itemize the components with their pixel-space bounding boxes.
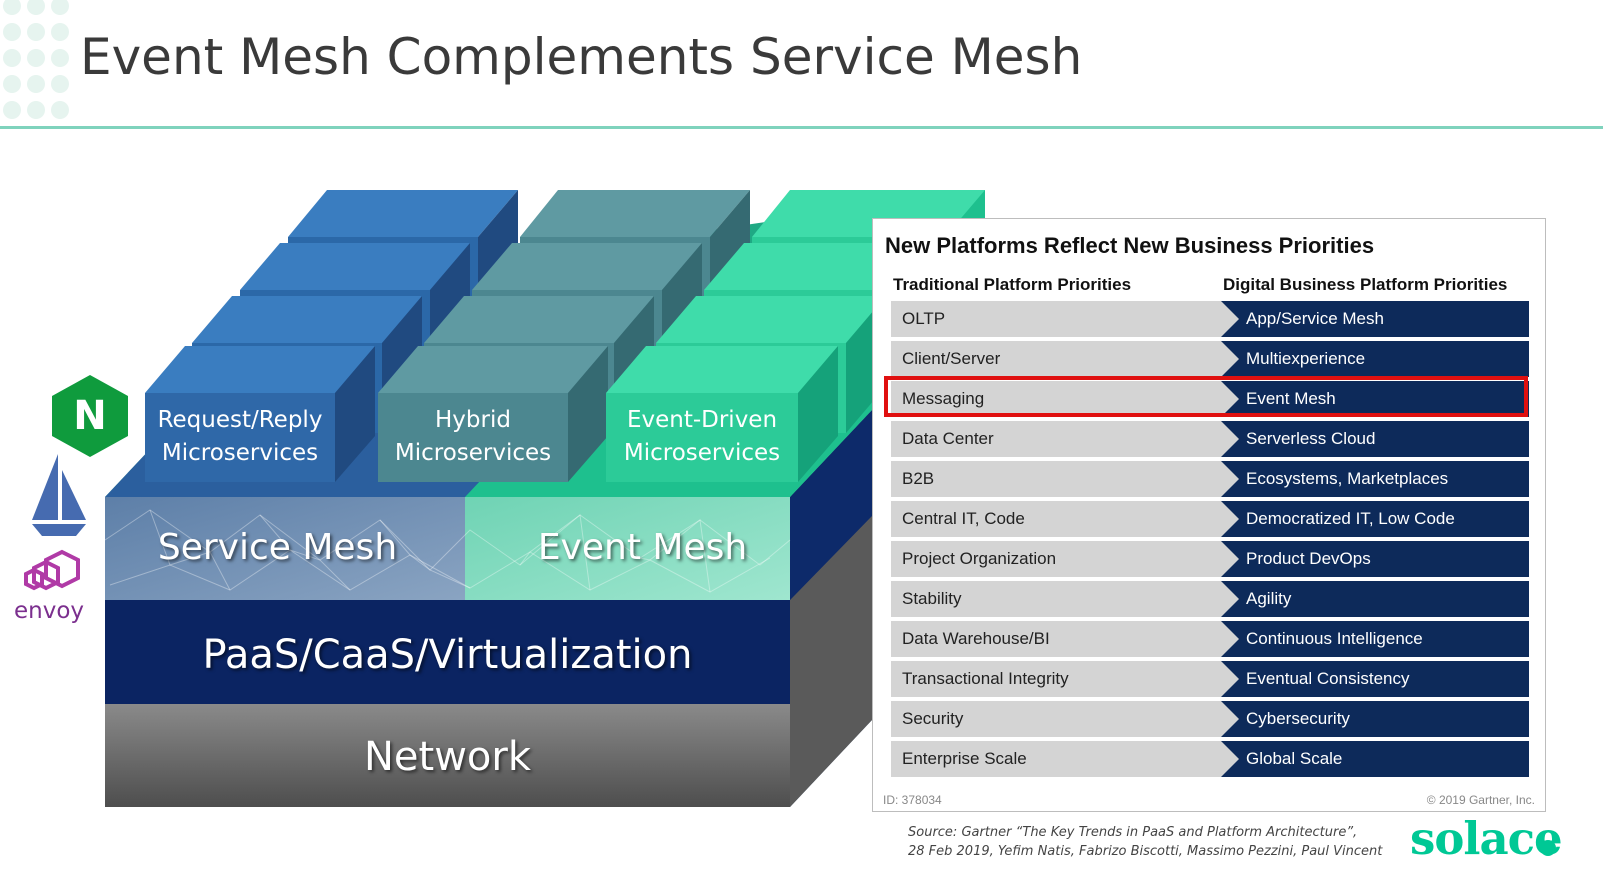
row-arrow-icon: [1221, 501, 1239, 537]
traditional-cell: Transactional Integrity: [902, 669, 1069, 688]
table-row: Stability Agility: [891, 581, 1529, 617]
envoy-logo-text: envoy: [14, 598, 85, 624]
solace-logo-dot-icon: [1540, 840, 1556, 856]
table-row: Enterprise Scale Global Scale: [891, 741, 1529, 777]
row-arrow-icon: [1221, 661, 1239, 697]
column-header-digital: Digital Business Platform Priorities: [1223, 275, 1508, 294]
row-arrow-icon: [1221, 701, 1239, 737]
service-mesh-layer: [105, 497, 465, 600]
digital-cell: Eventual Consistency: [1246, 669, 1410, 688]
traditional-cell: Security: [902, 709, 964, 728]
row-arrow-icon: [1221, 341, 1239, 377]
event-mesh-layer: [465, 497, 790, 600]
paas-layer: [105, 600, 790, 704]
network-label: Network: [363, 734, 531, 780]
gartner-priorities-table: New Platforms Reflect New Business Prior…: [872, 218, 1546, 812]
row-arrow-icon: [1221, 301, 1239, 337]
table-row: B2B Ecosystems, Marketplaces: [891, 461, 1529, 497]
table-row: Transactional Integrity Eventual Consiste…: [891, 661, 1529, 697]
traditional-cell: OLTP: [902, 309, 946, 328]
paas-label: PaaS/CaaS/Virtualization: [202, 632, 693, 678]
row-arrow-icon: [1221, 621, 1239, 657]
table-row: Messaging Event Mesh: [891, 381, 1529, 417]
copyright-notice: © 2019 Gartner, Inc.: [1426, 793, 1535, 807]
service-mesh-label: Service Mesh: [157, 527, 398, 568]
digital-cell: Event Mesh: [1246, 389, 1336, 408]
traditional-cell: Central IT, Code: [902, 509, 1025, 528]
table-title: New Platforms Reflect New Business Prior…: [885, 233, 1375, 258]
digital-cell: Cybersecurity: [1246, 709, 1350, 728]
traditional-cell: Project Organization: [902, 549, 1057, 568]
row-arrow-icon: [1221, 581, 1239, 617]
slide-title: Event Mesh Complements Service Mesh: [80, 28, 1083, 86]
digital-cell: Global Scale: [1246, 749, 1343, 768]
envoy-logo-icon: [24, 549, 80, 591]
traditional-cell: Stability: [902, 589, 962, 608]
svg-text:N: N: [73, 393, 106, 439]
traditional-cell: Messaging: [902, 389, 985, 408]
column-header-traditional: Traditional Platform Priorities: [893, 275, 1132, 294]
request-reply-cube: [145, 346, 375, 482]
table-row: Data Center Serverless Cloud: [891, 421, 1529, 457]
source-citation-line1: Source: Gartner “The Key Trends in PaaS …: [908, 825, 1358, 840]
nginx-logo-icon: N: [52, 375, 128, 457]
traditional-cell: Data Warehouse/BI: [902, 629, 1050, 648]
digital-cell: Democratized IT, Low Code: [1246, 509, 1455, 528]
title-divider: [0, 126, 1603, 129]
digital-cell: Agility: [1246, 589, 1292, 608]
digital-cell: Continuous Intelligence: [1246, 629, 1423, 648]
digital-cell: Product DevOps: [1246, 549, 1371, 568]
messaging-row-highlight: [884, 376, 1528, 417]
table-row: Security Cybersecurity: [891, 701, 1529, 737]
document-id: ID: 378034: [883, 793, 942, 807]
table-row: Data Warehouse/BI Continuous Intelligence: [891, 621, 1529, 657]
table-row: Client/Server Multiexperience: [891, 341, 1529, 377]
digital-cell: Multiexperience: [1246, 349, 1366, 368]
table-row: OLTP App/Service Mesh: [891, 301, 1529, 337]
table-row: Project Organization Product DevOps: [891, 541, 1529, 577]
architecture-stack-diagram: [104, 190, 985, 807]
row-arrow-icon: [1221, 741, 1239, 777]
event-driven-cube: [606, 346, 838, 482]
digital-cell: App/Service Mesh: [1246, 309, 1384, 328]
row-arrow-icon: [1221, 461, 1239, 497]
table-row: Central IT, Code Democratized IT, Low Cod…: [891, 501, 1529, 537]
digital-cell: Ecosystems, Marketplaces: [1246, 469, 1449, 488]
solace-logo: solace: [1410, 812, 1563, 865]
table-rows: OLTP App/Service Mesh Client/Server Multie…: [891, 301, 1529, 781]
row-arrow-icon: [1221, 381, 1239, 417]
source-citation-line2: 28 Feb 2019, Yefim Natis, Fabrizo Biscot…: [908, 844, 1383, 859]
decorative-dots: [3, 0, 69, 119]
traditional-cell: Data Center: [902, 429, 994, 448]
traditional-cell: B2B: [902, 469, 935, 488]
row-arrow-icon: [1221, 421, 1239, 457]
istio-logo-icon: [32, 454, 86, 536]
event-mesh-label: Event Mesh: [537, 527, 748, 568]
network-layer: [105, 704, 790, 807]
row-arrow-icon: [1221, 541, 1239, 577]
digital-cell: Serverless Cloud: [1246, 429, 1376, 448]
hybrid-cube: [378, 346, 608, 482]
traditional-cell: Client/Server: [902, 349, 1001, 368]
traditional-cell: Enterprise Scale: [902, 749, 1027, 768]
